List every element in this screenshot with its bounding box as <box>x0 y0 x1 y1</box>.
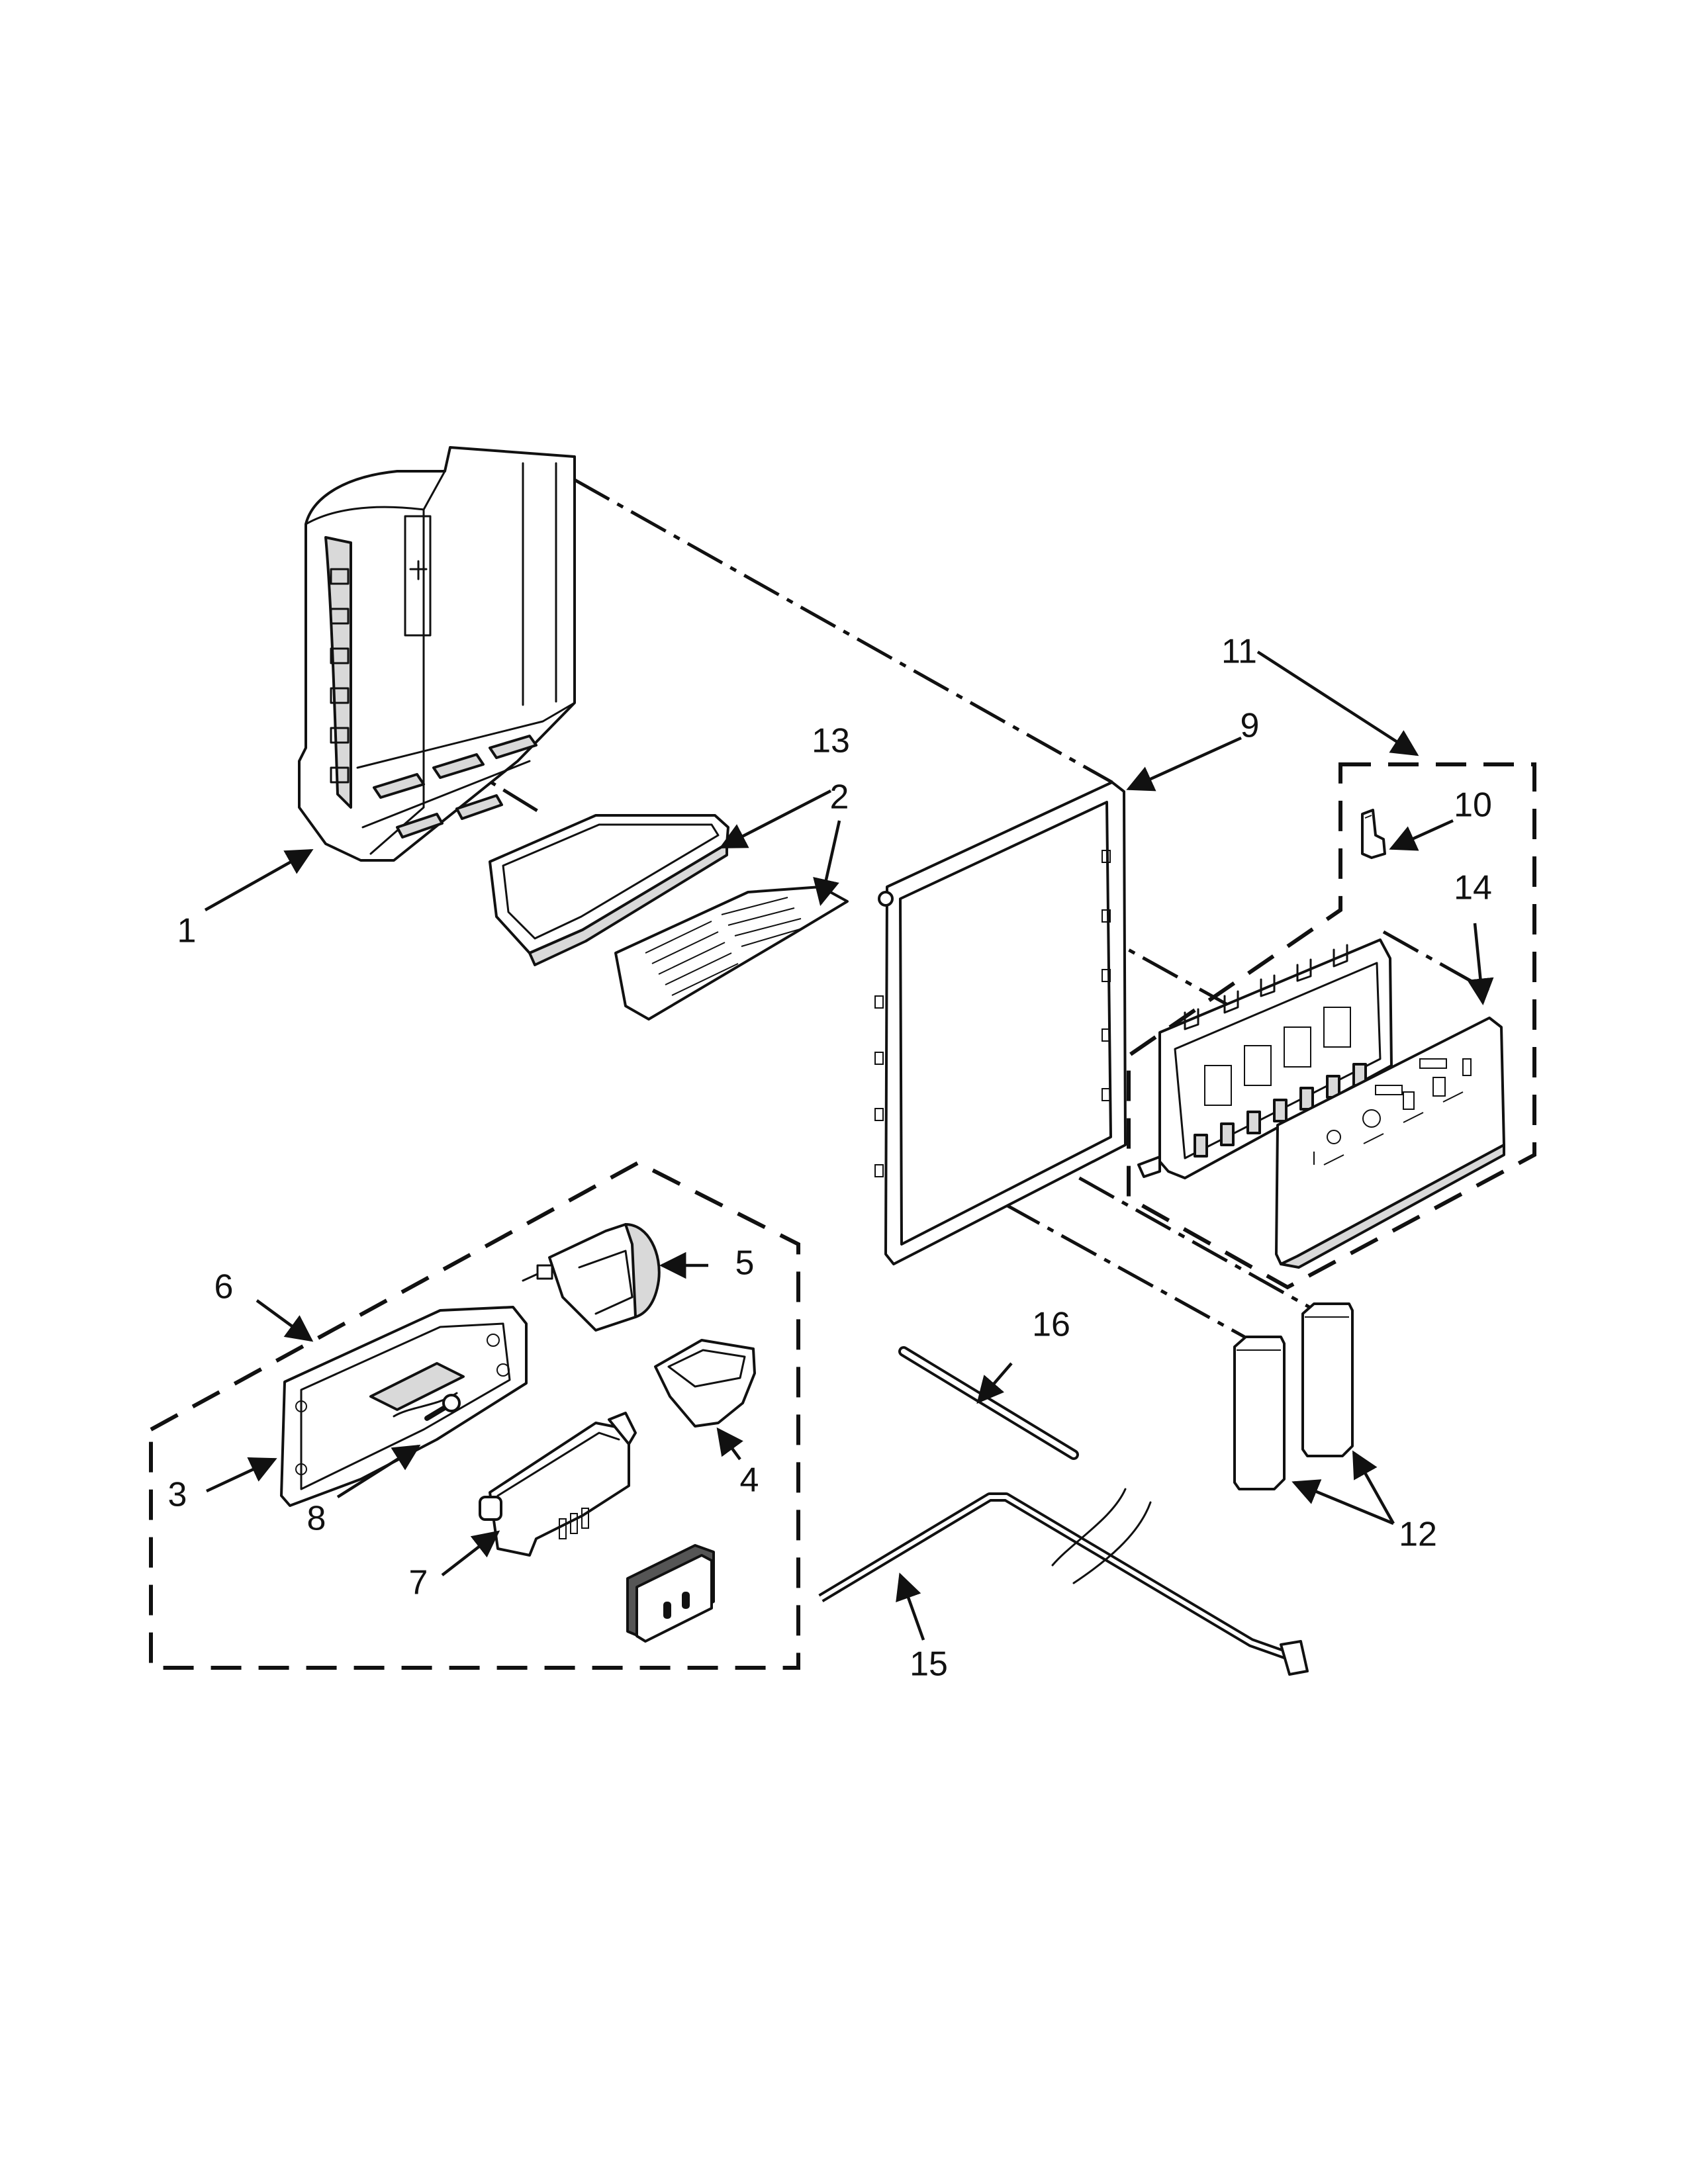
callout-9: 9 <box>1241 707 1260 745</box>
callout-13: 13 <box>812 722 850 760</box>
callout-labels: 1 2 3 4 5 6 7 8 9 10 11 12 13 14 15 16 <box>168 633 1492 1684</box>
callout-11: 11 <box>1221 633 1257 671</box>
callout-14: 14 <box>1454 869 1492 907</box>
part-15-heater-tube <box>818 1488 1309 1676</box>
callout-4: 4 <box>740 1461 759 1500</box>
part-12-end-caps <box>1233 1302 1354 1490</box>
callout-7: 7 <box>409 1564 428 1602</box>
callout-10: 10 <box>1454 786 1492 825</box>
part-2-grate <box>614 886 849 1021</box>
part-1-ice-bin-housing <box>298 446 576 862</box>
callout-2: 2 <box>830 778 849 817</box>
part-7-actuator <box>479 1412 637 1557</box>
part-9-door-frame <box>874 781 1127 1265</box>
part-14-control-bezel <box>1275 1017 1505 1269</box>
part-8-screw <box>424 1394 461 1421</box>
callout-arrows <box>204 651 1494 1641</box>
callout-5: 5 <box>735 1244 755 1283</box>
callout-3: 3 <box>168 1476 187 1514</box>
callout-12: 12 <box>1399 1516 1437 1554</box>
part-5-motor <box>522 1223 661 1332</box>
callout-1: 1 <box>177 912 197 950</box>
callout-6: 6 <box>214 1268 234 1306</box>
part-10-connector <box>1361 809 1386 859</box>
callout-8: 8 <box>307 1500 326 1538</box>
part-3-bracket <box>280 1306 528 1507</box>
switch-cover <box>626 1544 715 1643</box>
callout-15: 15 <box>910 1645 948 1684</box>
group-box-11 <box>1127 762 1536 1290</box>
part-4-chute-cup <box>654 1339 756 1428</box>
part-16-rod <box>898 1346 1079 1460</box>
part-13-ice-tray <box>489 814 729 966</box>
callout-16: 16 <box>1032 1306 1070 1344</box>
